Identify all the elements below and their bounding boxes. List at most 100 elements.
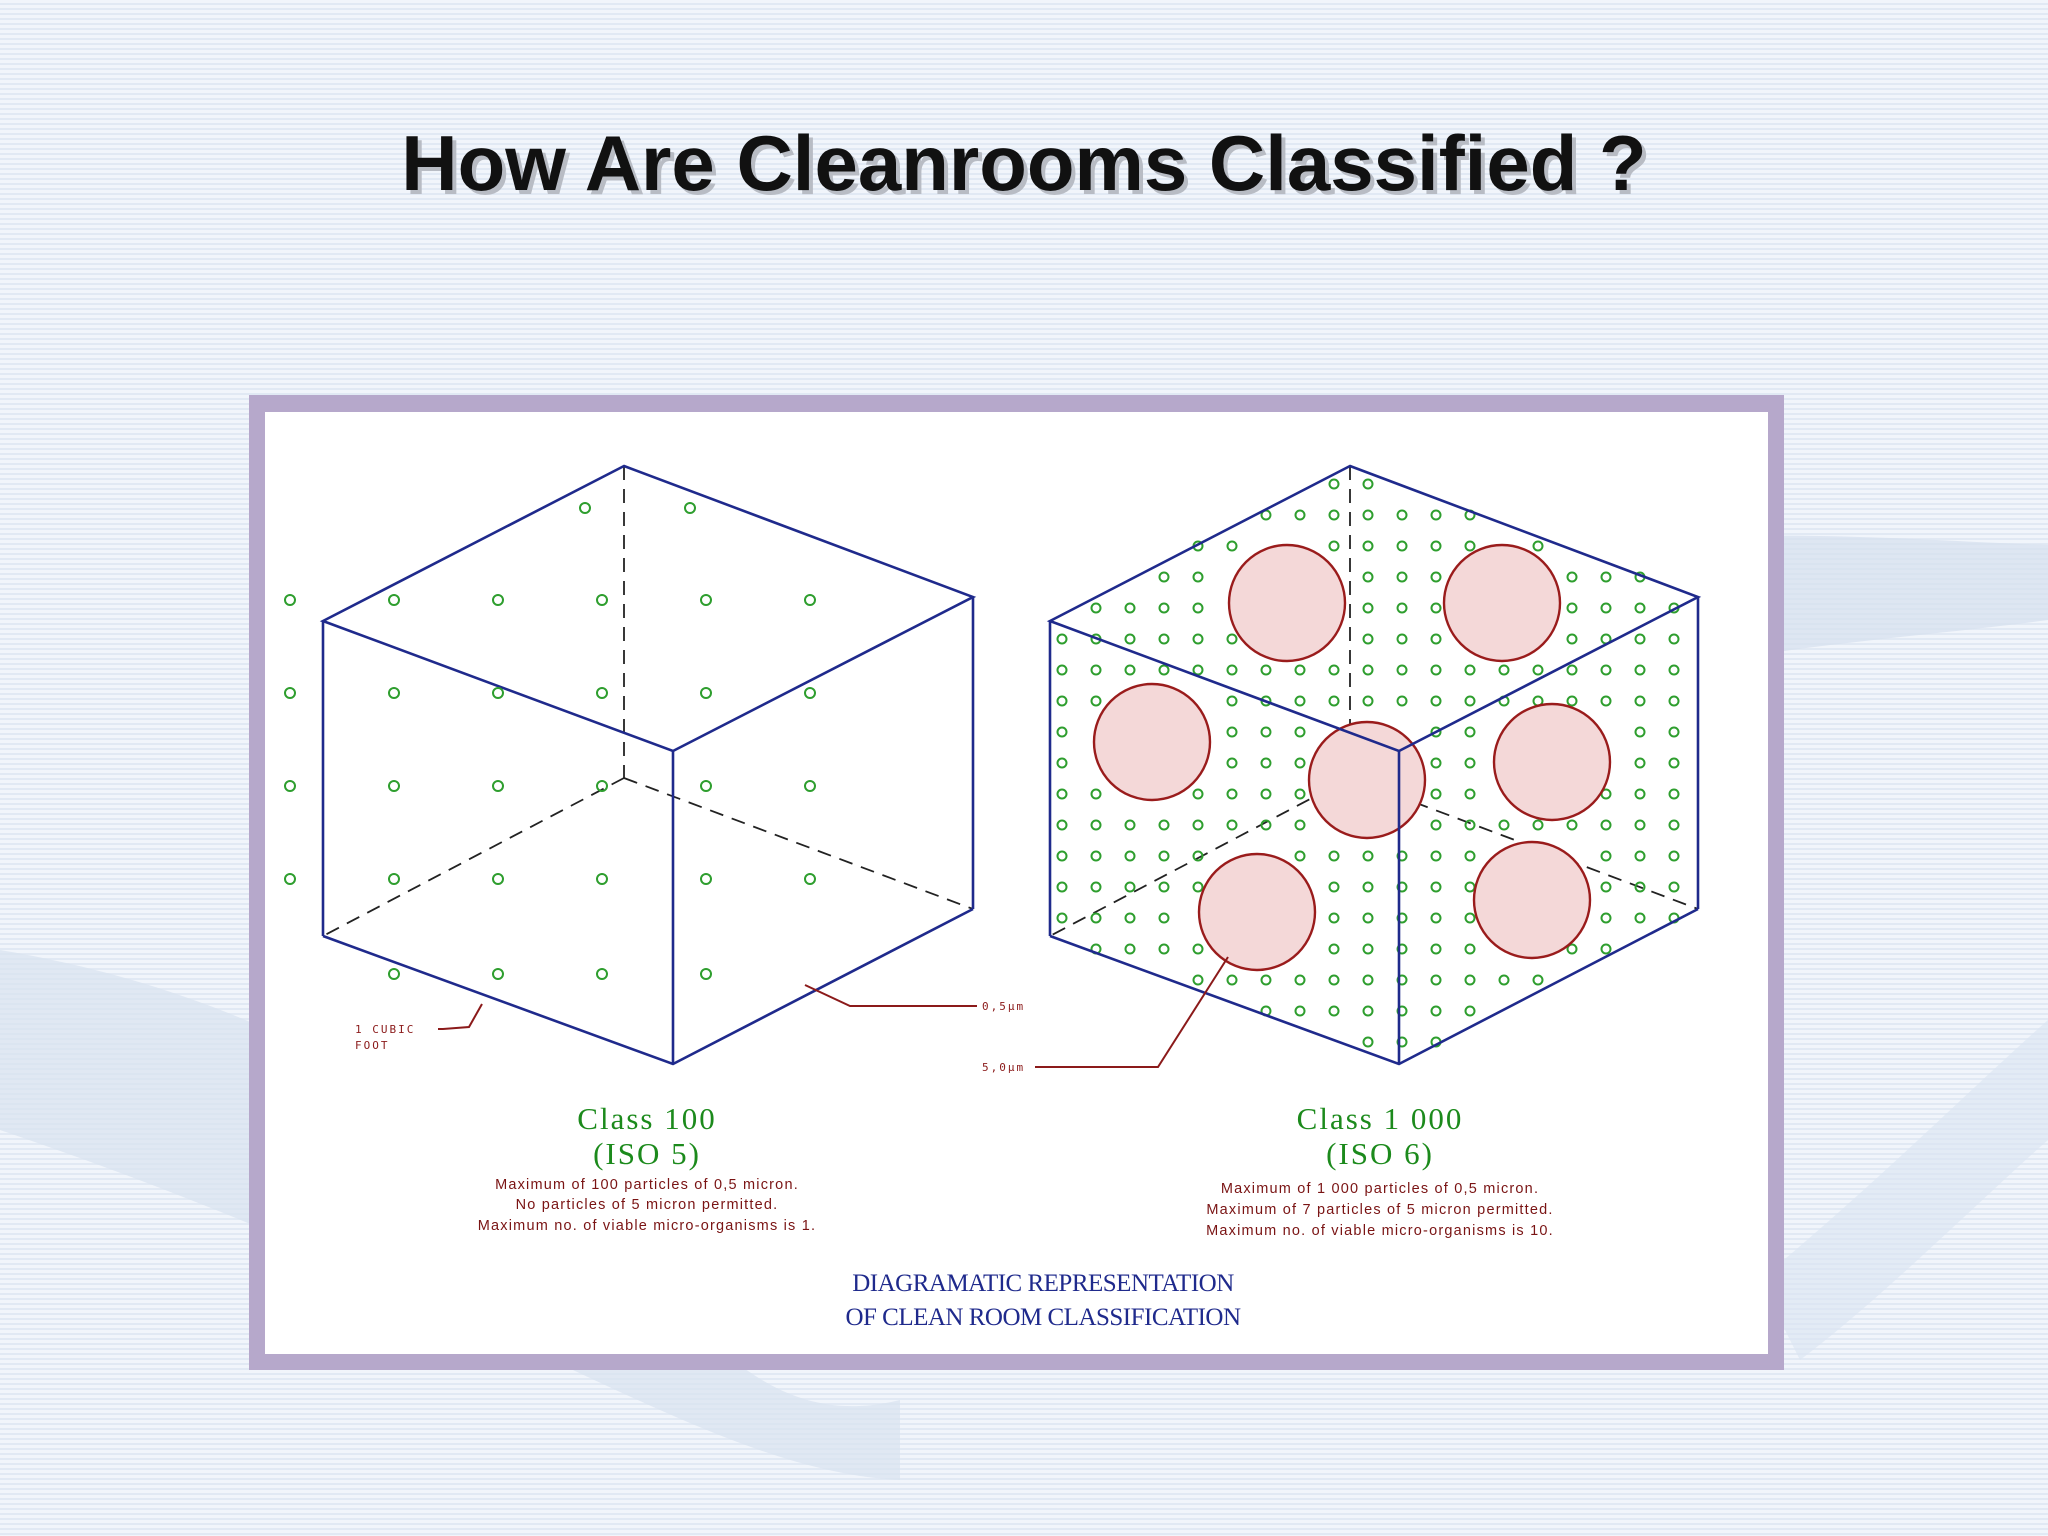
small-particle — [492, 687, 504, 699]
small-particle — [1328, 540, 1340, 552]
small-particle — [596, 968, 608, 980]
right-cube — [1046, 464, 1702, 1066]
small-particle — [1056, 757, 1068, 769]
small-particle — [596, 780, 608, 792]
small-particle — [1090, 881, 1102, 893]
small-particle — [579, 502, 591, 514]
small-particle — [1566, 664, 1578, 676]
left-note-2: No particles of 5 micron permitted. — [516, 1197, 779, 1213]
small-particle-label: 0,5µm — [982, 1000, 1025, 1013]
small-particle — [1056, 633, 1068, 645]
small-particle — [1668, 633, 1680, 645]
small-particle — [1464, 850, 1476, 862]
small-particle — [1362, 974, 1374, 986]
small-particle — [1124, 912, 1136, 924]
small-particle — [700, 594, 712, 606]
small-particle — [1124, 943, 1136, 955]
small-particle — [1226, 633, 1238, 645]
small-particle — [1668, 819, 1680, 831]
small-particle — [1362, 1036, 1374, 1048]
small-particle — [1634, 633, 1646, 645]
small-particle — [284, 780, 296, 792]
small-particle — [1464, 943, 1476, 955]
small-particle — [1056, 850, 1068, 862]
caption-line-1: DIAGRAMATIC REPRESENTATION — [852, 1270, 1234, 1297]
small-particle — [1464, 540, 1476, 552]
small-particle — [1090, 912, 1102, 924]
small-particle — [1668, 850, 1680, 862]
small-particle — [1124, 819, 1136, 831]
large-particle — [1492, 702, 1612, 822]
small-particle — [1192, 664, 1204, 676]
left-class-info: Class 100 (ISO 5) Maximum of 100 particl… — [478, 1101, 816, 1234]
small-particle — [1328, 881, 1340, 893]
left-iso-label: (ISO 5) — [593, 1136, 701, 1171]
cubic-foot-label-line1: 1 CUBIC — [355, 1023, 415, 1036]
right-note-1: Maximum of 1 000 particles of 0,5 micron… — [1221, 1181, 1539, 1197]
small-particle — [1124, 633, 1136, 645]
small-particle — [1260, 788, 1272, 800]
small-particle — [700, 687, 712, 699]
small-particle — [1260, 726, 1272, 738]
small-particle — [1090, 819, 1102, 831]
small-particle — [1430, 509, 1442, 521]
large-particle — [1197, 852, 1317, 972]
small-particle — [1328, 943, 1340, 955]
small-particle — [1668, 664, 1680, 676]
small-particle — [1226, 757, 1238, 769]
small-particle — [1362, 509, 1374, 521]
small-particle — [1226, 819, 1238, 831]
small-particle — [1192, 850, 1204, 862]
small-particle — [1396, 1036, 1408, 1048]
right-class-label: Class 1 000 — [1297, 1101, 1464, 1136]
small-particle — [1532, 974, 1544, 986]
left-note-1: Maximum of 100 particles of 0,5 micron. — [495, 1177, 799, 1193]
large-particle — [1227, 543, 1347, 663]
small-particle — [284, 594, 296, 606]
right-iso-label: (ISO 6) — [1326, 1136, 1434, 1171]
right-note-3: Maximum no. of viable micro-organisms is… — [1206, 1223, 1554, 1239]
small-particle — [1396, 912, 1408, 924]
small-particle — [1260, 974, 1272, 986]
large-particles — [1092, 543, 1612, 972]
small-particle — [1566, 695, 1578, 707]
small-particle — [1090, 695, 1102, 707]
small-particle — [1362, 943, 1374, 955]
small-particle — [284, 687, 296, 699]
small-particle — [700, 780, 712, 792]
small-particle — [492, 780, 504, 792]
small-particle — [1090, 602, 1102, 614]
small-particle — [1498, 819, 1510, 831]
caption-line-2: OF CLEAN ROOM CLASSIFICATION — [845, 1304, 1241, 1331]
large-particle — [1472, 840, 1592, 960]
small-particle — [1396, 695, 1408, 707]
right-class-info: Class 1 000 (ISO 6) Maximum of 1 000 par… — [1206, 1101, 1554, 1239]
small-particle — [1430, 664, 1442, 676]
small-particle — [1396, 602, 1408, 614]
small-particle — [1362, 912, 1374, 924]
small-particle — [1328, 850, 1340, 862]
small-particle — [1430, 974, 1442, 986]
small-particle — [1056, 695, 1068, 707]
small-particle — [1362, 633, 1374, 645]
cubic-foot-label-line2: FOOT — [355, 1039, 390, 1052]
small-particle — [1056, 881, 1068, 893]
small-particle — [1396, 943, 1408, 955]
annotations: 1 CUBIC FOOT 0,5µm 5,0µm — [355, 956, 1229, 1074]
diagram-caption: DIAGRAMATIC REPRESENTATION OF CLEAN ROOM… — [845, 1270, 1241, 1331]
small-particle — [1532, 664, 1544, 676]
small-particle — [492, 594, 504, 606]
small-particle — [1396, 509, 1408, 521]
small-particle — [492, 873, 504, 885]
small-particle — [1430, 602, 1442, 614]
small-particle — [596, 873, 608, 885]
small-particle — [1634, 602, 1646, 614]
small-particle — [1430, 943, 1442, 955]
left-note-3: Maximum no. of viable micro-organisms is… — [478, 1218, 816, 1234]
small-particle — [1634, 819, 1646, 831]
small-particle — [1600, 819, 1612, 831]
small-particle — [1600, 664, 1612, 676]
left-cube — [284, 464, 977, 1066]
small-particle — [1158, 912, 1170, 924]
small-particle — [1634, 664, 1646, 676]
